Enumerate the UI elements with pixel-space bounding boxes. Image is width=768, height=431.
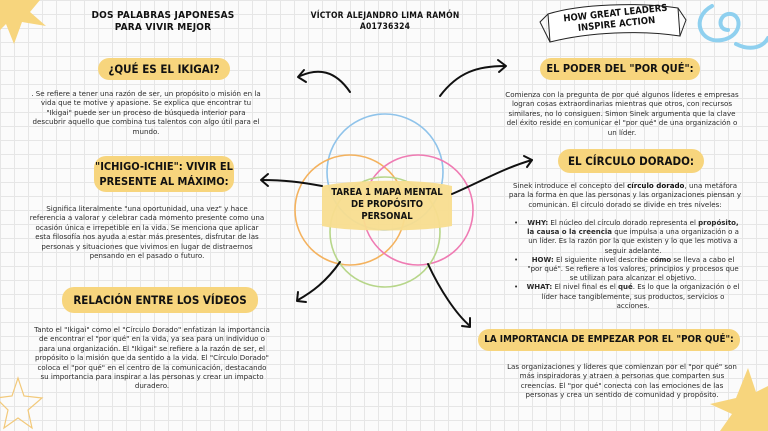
why-c: que impulsa a una organización o a un lí… (528, 228, 739, 255)
how-b: cómo (650, 255, 672, 264)
center-line1: TAREA 1 MAPA MENTAL (331, 187, 443, 198)
what-a: El nivel final es el (552, 283, 618, 292)
swirl-decoration-top-right (697, 4, 768, 50)
circulo-title: EL CÍRCULO DORADO: (558, 149, 704, 173)
center-line3: PERSONAL (361, 211, 413, 222)
author-id: A01736324 (359, 22, 411, 32)
center-highlight (322, 180, 452, 231)
arrow-to-poder (439, 65, 506, 97)
circulo-intro-b: círculo dorado (627, 181, 685, 190)
ikigai-title: ¿QUÉ ES EL IKIGAI? (98, 58, 230, 80)
level-why: WHY: El núcleo del círculo dorado repres… (514, 219, 740, 256)
left-header: DOS PALABRAS JAPONESAS PARA VIVIR MEJOR (78, 10, 248, 34)
level-what: WHAT: El nivel final es el qué. Es lo qu… (514, 283, 740, 311)
left-header-line1: DOS PALABRAS JAPONESAS (91, 10, 235, 21)
star-decoration-bottom-right (710, 368, 768, 431)
what-key: WHAT: (526, 283, 553, 292)
ichigo-title: "ICHIGO-ICHIE": VIVIR EL PRESENTE AL MÁX… (94, 156, 234, 192)
why-a: El núcleo del círculo dorado representa … (548, 219, 699, 227)
how-c: se lleva a cabo el "por qué". Se refiere… (527, 255, 739, 283)
circulo-intro-a: Sinek introduce el concepto del (512, 181, 628, 190)
arrow-to-ikigai (299, 70, 351, 93)
why-key: WHY: (527, 219, 549, 227)
how-key: HOW: (531, 255, 554, 264)
star-decoration-bottom-left (0, 376, 44, 430)
arrow-to-circulo (451, 159, 533, 195)
what-c: . Es lo que la organización o el líder h… (541, 283, 740, 310)
importancia-text: Las organizaciones y líderes que comienz… (507, 362, 737, 400)
poder-title: EL PODER DEL "POR QUÉ": (540, 58, 700, 80)
how-a: El siguiente nivel describe (553, 255, 651, 264)
center-title: TAREA 1 MAPA MENTAL DE PROPÓSITO PERSONA… (322, 187, 452, 223)
poder-text: Comienza con la pregunta de por qué algu… (505, 90, 739, 137)
circle-green (329, 176, 441, 288)
circulo-intro-c: , una metáfora para la forma en que las … (508, 181, 742, 209)
circulo-levels-list: WHY: El núcleo del círculo dorado repres… (514, 219, 740, 311)
center-line2: DE PROPÓSITO (351, 199, 423, 210)
left-header-line2: PARA VIVIR MEJOR (114, 22, 212, 33)
arrow-to-ichigo (261, 179, 323, 187)
relacion-title: RELACIÓN ENTRE LOS VÍDEOS (62, 287, 258, 313)
why-b: propósito, la causa o la creencia (527, 219, 739, 237)
what-b: qué (618, 283, 633, 292)
importancia-title: LA IMPORTANCIA DE EMPEZAR POR EL "POR QU… (478, 329, 740, 351)
ichigo-title-line2: PRESENTE AL MÁXIMO: (99, 175, 229, 188)
author-name: VÍCTOR ALEJANDRO LIMA RAMÓN (310, 11, 460, 21)
arrows (260, 59, 533, 328)
level-how: HOW: El siguiente nivel describe cómo se… (514, 255, 740, 284)
ichigo-title-line1: "ICHIGO-ICHIE": VIVIR EL (95, 160, 233, 173)
circulo-intro: Sinek introduce el concepto del círculo … (504, 181, 746, 209)
star-decoration-top-left (0, 0, 46, 44)
arrow-to-importancia (427, 263, 471, 327)
ikigai-text: . Se refiere a tener una razón de ser, u… (31, 89, 261, 136)
arrow-to-relacion (297, 261, 341, 301)
author-block: VÍCTOR ALEJANDRO LIMA RAMÓN A01736324 (300, 11, 470, 33)
relacion-text: Tanto el "Ikigai" como el "Círculo Dorad… (34, 325, 270, 391)
ichigo-text: Significa literalmente "una oportunidad,… (29, 204, 265, 261)
